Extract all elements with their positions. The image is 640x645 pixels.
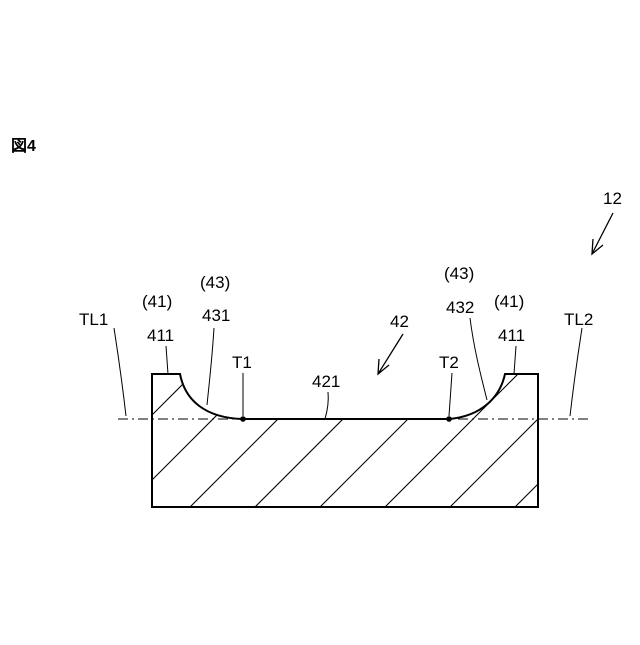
leader-421 (325, 392, 328, 419)
leader-tl2 (570, 328, 582, 416)
label-41-left: (41) (142, 292, 172, 311)
label-12: 12 (603, 189, 622, 208)
label-tl2: TL2 (564, 310, 593, 329)
leader-411-right (514, 346, 516, 374)
label-432: 432 (446, 298, 474, 317)
label-431: 431 (202, 306, 230, 325)
label-43-right: (43) (444, 264, 474, 283)
label-41-right: (41) (494, 292, 524, 311)
leader-431 (207, 328, 214, 405)
figure-title: 図4 (11, 137, 36, 155)
label-42: 42 (390, 312, 409, 331)
tangent-point-t2 (446, 416, 452, 422)
arrow-12 (592, 213, 613, 254)
label-411-right: 411 (498, 326, 525, 345)
tangent-point-t1 (240, 416, 246, 422)
label-t1: T1 (232, 353, 252, 372)
label-411-left: 411 (147, 326, 174, 345)
label-43-left: (43) (200, 273, 230, 292)
label-421: 421 (312, 372, 340, 391)
leader-432 (470, 318, 487, 400)
label-tl1: TL1 (79, 310, 108, 329)
label-t2: T2 (439, 353, 459, 372)
leader-t2 (449, 373, 452, 416)
arrow-42 (378, 334, 403, 374)
leader-tl1 (114, 328, 126, 416)
leader-411-left (166, 346, 168, 374)
